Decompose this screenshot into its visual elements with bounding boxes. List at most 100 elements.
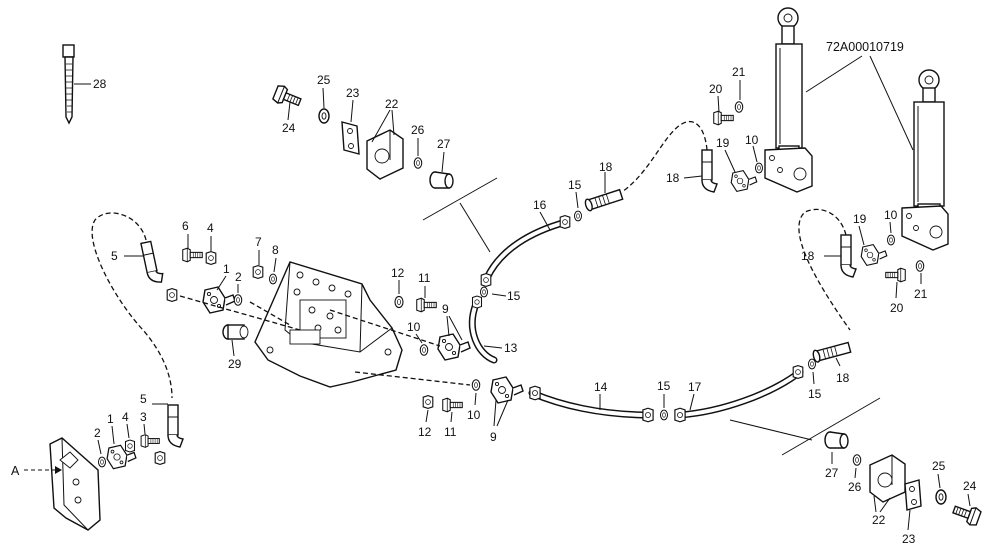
callout-26-top: 26	[411, 123, 425, 137]
washer-cyl1	[734, 101, 744, 113]
callout-8: 8	[272, 243, 279, 257]
tube-13	[470, 302, 496, 362]
callout-10-cyl1: 10	[745, 133, 759, 147]
hose-nut-upper	[166, 288, 178, 302]
bolt-3	[140, 434, 160, 448]
callout-4-lower: 4	[122, 410, 129, 424]
tube-16-nut	[559, 215, 571, 229]
callout-5-lower: 5	[140, 392, 147, 406]
callout-24-bottom: 24	[963, 479, 977, 493]
callout-21-cyl2: 21	[914, 287, 928, 301]
bolt-cyl1	[713, 110, 734, 126]
hose-5	[91, 212, 173, 399]
washer-15-middle	[480, 286, 488, 298]
nut-sleeve-top	[429, 171, 454, 189]
sensor-29	[222, 324, 249, 340]
mounting-bracket	[254, 261, 403, 388]
nut-4-upper	[205, 251, 217, 265]
washer-15-upper	[574, 210, 582, 222]
callout-2-upper: 2	[235, 270, 242, 284]
tube-14-nut-left	[529, 385, 541, 401]
view-marker-a: A	[11, 464, 20, 478]
callout-6: 6	[182, 219, 189, 233]
callout-17: 17	[688, 380, 702, 394]
callout-12-upper: 12	[391, 266, 405, 280]
bolt-top	[271, 83, 304, 112]
callout-10-upper: 10	[407, 320, 421, 334]
washer-small-bottom	[852, 454, 862, 466]
callout-22-bottom: 22	[872, 513, 886, 527]
hose-end-cyl2	[840, 234, 857, 278]
washer-21-cyl2	[915, 260, 925, 272]
callout-25-top: 25	[317, 73, 331, 87]
callout-10-cyl2: 10	[884, 208, 898, 222]
callout-28: 28	[93, 77, 107, 91]
bolt-11-lower	[442, 397, 463, 413]
tube-17	[678, 370, 802, 417]
washer-15-lower-right	[808, 358, 816, 370]
nut-sleeve-bottom	[824, 431, 849, 449]
washer-small-top	[413, 157, 423, 169]
callout-5-upper: 5	[111, 249, 118, 263]
tube-14-nut-right	[642, 407, 654, 423]
tee-fitting-1-upper	[202, 286, 236, 314]
callout-24-top: 24	[282, 121, 296, 135]
hydraulic-cylinder-1	[764, 7, 813, 193]
callout-3: 3	[140, 410, 147, 424]
callout-26-bottom: 26	[848, 480, 862, 494]
bolt-bottom	[950, 500, 983, 528]
swivel-fitting-cyl2	[860, 244, 888, 266]
clamp-plate-bottom	[904, 479, 922, 511]
washer-8	[269, 273, 277, 285]
bolt-20-cyl2	[885, 267, 906, 283]
tube-13-nut	[471, 295, 483, 309]
hose-lower-right	[798, 208, 851, 331]
washer-12-upper	[394, 295, 404, 309]
callout-4-upper: 4	[207, 221, 214, 235]
tee-fitting-9-upper	[437, 333, 471, 361]
clamp-block-bottom	[869, 454, 906, 503]
callout-19-cyl2: 19	[853, 212, 867, 226]
hose-nut-lower	[154, 451, 166, 465]
hose-upper-right	[621, 120, 708, 193]
callout-13: 13	[504, 341, 518, 355]
callout-18-cyl1: 18	[666, 171, 680, 185]
washer-15-lower-mid	[660, 409, 668, 421]
washer-10-cyl2	[887, 234, 895, 246]
callout-21-top: 21	[732, 65, 746, 79]
callout-10-lower: 10	[467, 408, 481, 422]
callout-20-cyl2: 20	[890, 301, 904, 315]
callout-23-top: 23	[346, 86, 360, 100]
callout-1-lower: 1	[107, 412, 114, 426]
washer-bottom	[935, 489, 947, 505]
hose-connector-left	[179, 295, 301, 331]
mounting-plate-a	[49, 437, 101, 531]
callout-15-upper: 15	[568, 178, 582, 192]
callout-18-lower: 18	[836, 371, 850, 385]
callout-18-cyl2: 18	[801, 249, 815, 263]
washer-2-lower	[98, 456, 106, 468]
callout-27-bottom: 27	[825, 466, 839, 480]
callout-2-lower: 2	[94, 426, 101, 440]
fitting-18-upper	[584, 188, 624, 212]
swivel-fitting-cyl1	[730, 170, 758, 192]
tube-14	[530, 391, 652, 417]
washer-top	[318, 108, 330, 124]
clamp-plate-top	[341, 121, 360, 155]
hose-end-5-upper	[140, 239, 166, 286]
tube-16-nut-lower	[480, 273, 492, 287]
hose-end-5-lower	[167, 404, 184, 448]
callout-15-middle: 15	[507, 289, 521, 303]
hose-end-cyl1	[701, 149, 718, 193]
washer-10-cyl1	[755, 162, 763, 174]
tube-17-nut-left	[674, 407, 686, 423]
fitting-18-lower	[812, 341, 852, 363]
clamp-block-top	[366, 129, 404, 180]
callout-25-bottom: 25	[932, 459, 946, 473]
nut-4-lower	[124, 439, 136, 453]
callout-14: 14	[594, 380, 608, 394]
callout-27-top: 27	[437, 137, 451, 151]
part-code-label: 72A00010719	[826, 40, 904, 54]
arrow-a	[55, 466, 62, 474]
